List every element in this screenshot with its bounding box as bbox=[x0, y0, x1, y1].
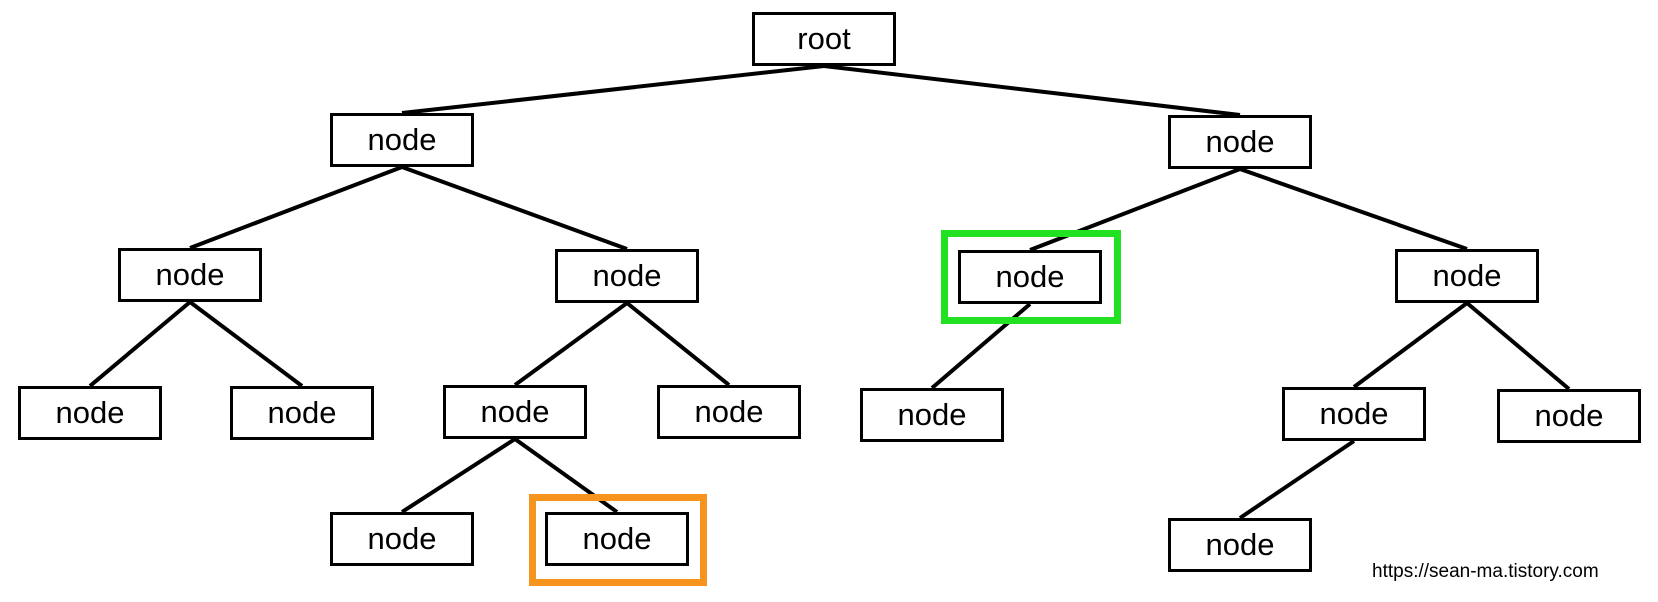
tree-edge bbox=[401, 64, 825, 115]
tree-node[interactable]: node bbox=[230, 386, 374, 440]
tree-node-label: node bbox=[367, 520, 437, 556]
tree-edge bbox=[189, 165, 403, 250]
tree-node-label: node bbox=[1432, 257, 1502, 293]
tree-node[interactable]: node bbox=[958, 250, 1102, 304]
tree-edge bbox=[625, 301, 731, 387]
tree-node-label: root bbox=[797, 20, 851, 56]
tree-node-label: node bbox=[480, 393, 550, 429]
tree-edge bbox=[1465, 301, 1571, 391]
tree-node-root[interactable]: root bbox=[752, 12, 896, 66]
tree-edge bbox=[513, 301, 629, 387]
tree-node[interactable]: node bbox=[1168, 115, 1312, 169]
tree-node[interactable]: node bbox=[1282, 387, 1426, 441]
tree-node-label: node bbox=[995, 258, 1065, 294]
tree-node-label: node bbox=[55, 394, 125, 430]
tree-edge bbox=[401, 165, 628, 251]
tree-node[interactable]: node bbox=[443, 385, 587, 439]
tree-node-label: node bbox=[1534, 397, 1604, 433]
tree-node[interactable]: node bbox=[330, 113, 474, 167]
tree-node[interactable]: node bbox=[330, 512, 474, 566]
tree-node-label: node bbox=[1205, 123, 1275, 159]
tree-edge bbox=[1239, 167, 1468, 251]
tree-node-label: node bbox=[1319, 395, 1389, 431]
tree-edge bbox=[188, 300, 304, 388]
tree-node-label: node bbox=[694, 393, 764, 429]
watermark-text: https://sean-ma.tistory.com bbox=[1372, 561, 1599, 582]
tree-edge bbox=[1352, 301, 1469, 389]
tree-edge bbox=[400, 437, 517, 514]
tree-edge bbox=[1238, 439, 1356, 520]
tree-node[interactable]: node bbox=[1168, 518, 1312, 572]
tree-node-label: node bbox=[582, 520, 652, 556]
tree-node[interactable]: node bbox=[18, 386, 162, 440]
tree-node-label: node bbox=[897, 396, 967, 432]
tree-node[interactable]: node bbox=[545, 512, 689, 566]
tree-node-label: node bbox=[592, 257, 662, 293]
tree-node[interactable]: node bbox=[657, 385, 801, 439]
tree-node-label: node bbox=[1205, 526, 1275, 562]
tree-node-label: node bbox=[367, 121, 437, 157]
tree-node[interactable]: node bbox=[1497, 389, 1641, 443]
tree-node[interactable]: node bbox=[555, 249, 699, 303]
tree-node[interactable]: node bbox=[860, 388, 1004, 442]
tree-node[interactable]: node bbox=[118, 248, 262, 302]
tree-edge bbox=[823, 64, 1241, 117]
tree-node[interactable]: node bbox=[1395, 249, 1539, 303]
tree-node-label: node bbox=[267, 394, 337, 430]
tree-node-label: node bbox=[155, 256, 225, 292]
tree-edge bbox=[88, 300, 192, 388]
